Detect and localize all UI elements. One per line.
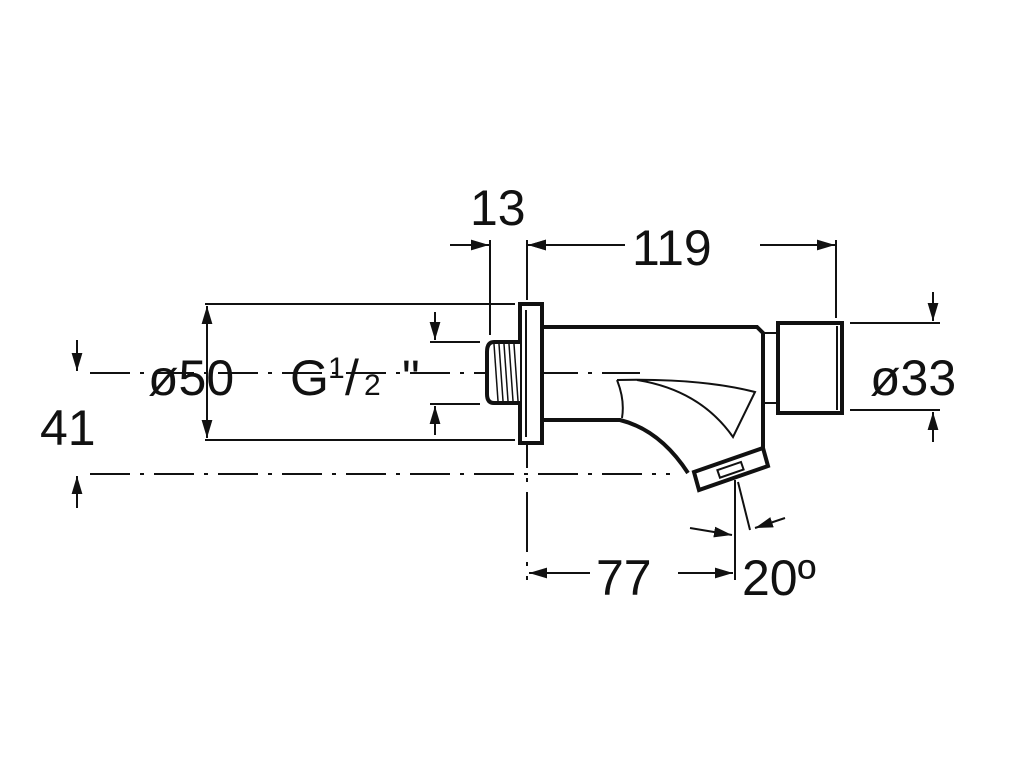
extension-lines [205, 240, 940, 580]
faucet-body [485, 302, 844, 493]
dim-label-thread: G [290, 350, 329, 406]
dim-label-thread-den: 2 [364, 369, 381, 402]
dim-label-thread-num: 1 [328, 352, 345, 385]
dim-label-flange-diameter: ø50 [148, 350, 234, 406]
push-cap [776, 321, 844, 415]
dim-label-119: 119 [632, 220, 712, 276]
dim-label-77: 77 [596, 550, 652, 606]
dim-label-41: 41 [40, 400, 96, 456]
dim-label-thread-slash: / [345, 350, 359, 406]
aerator [691, 445, 771, 493]
dim-label-13: 13 [470, 180, 526, 236]
dim-label-thread-inch: " [402, 350, 420, 406]
lever [616, 378, 757, 439]
dim-20-arrow-left [689, 526, 733, 538]
dim-label-cap-diameter: ø33 [870, 350, 956, 406]
dim-label-20-degrees: 20º [742, 550, 816, 606]
neck [762, 332, 779, 404]
flange [518, 302, 544, 445]
dim-20-arrow-right [754, 517, 786, 529]
main-body [542, 325, 765, 475]
